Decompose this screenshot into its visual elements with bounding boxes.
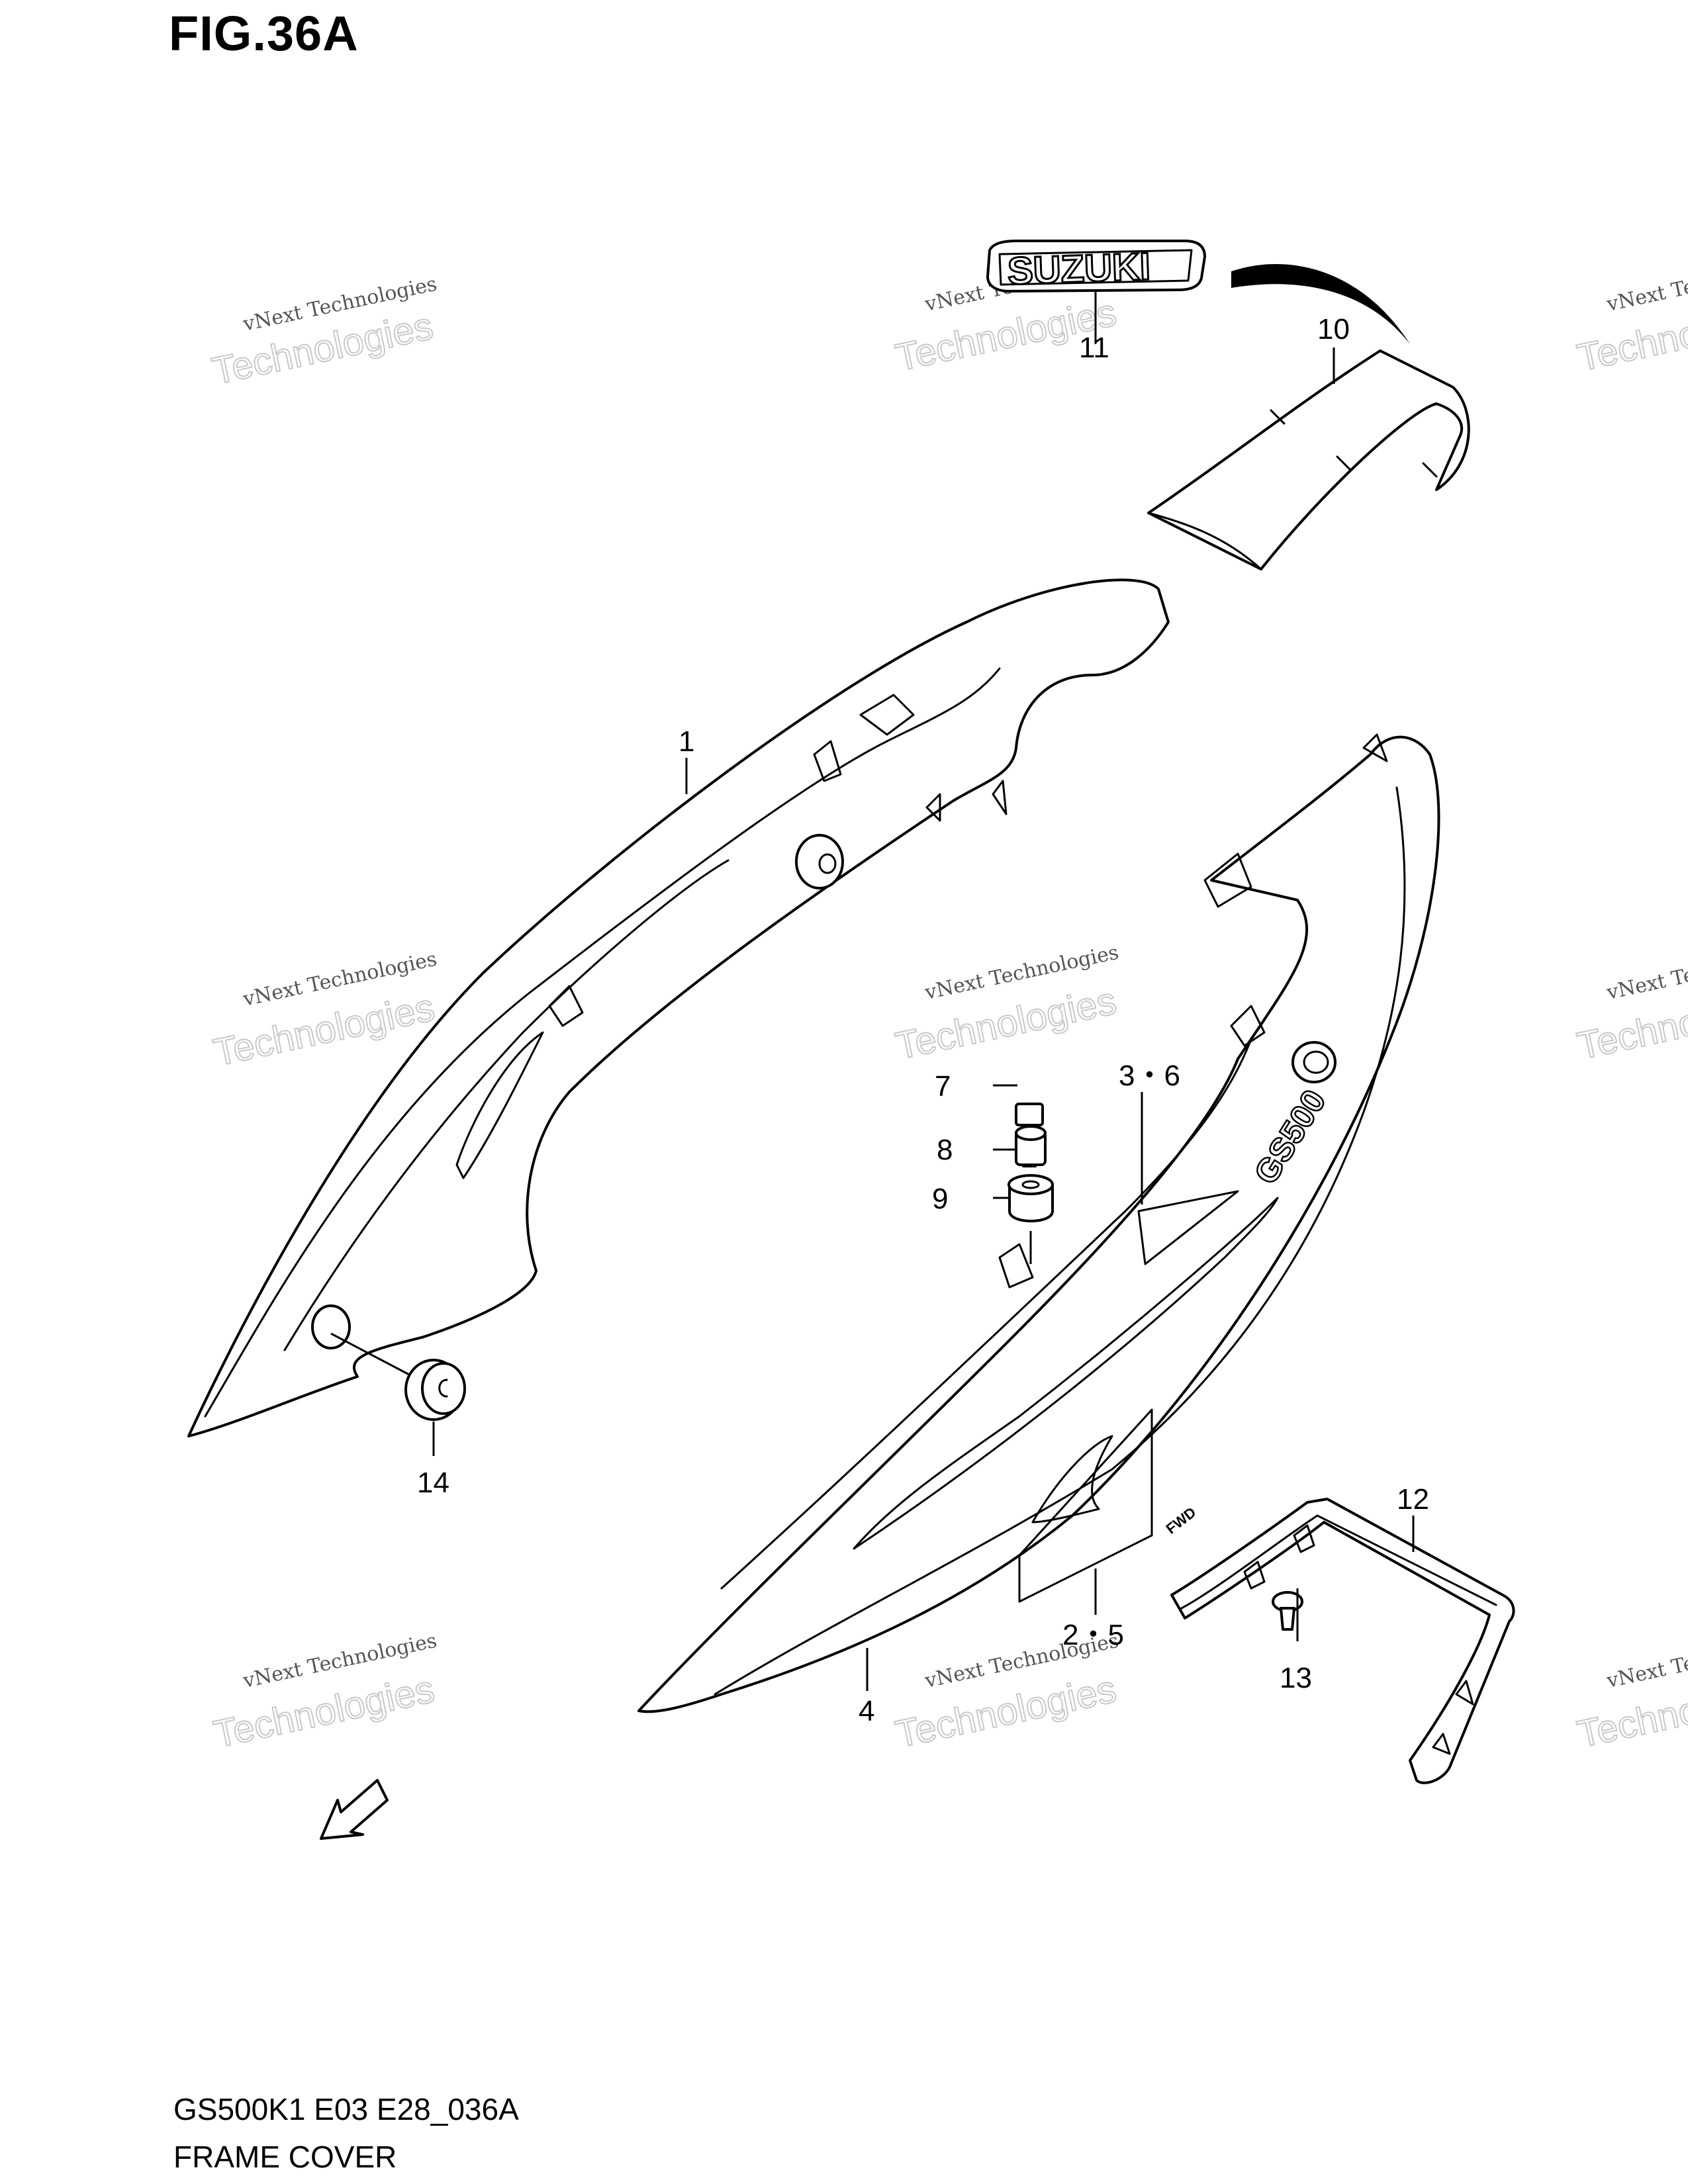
left-cover-outline: [187, 578, 1170, 1437]
watermark-small-text: vNext Technologies: [1604, 941, 1688, 1005]
callout-14: 14: [417, 1467, 449, 1499]
callout-labels: 1 2・5 3・6 4 7 8 9 10 11 12 13 14: [417, 313, 1429, 1727]
left-cover-tab-1: [813, 694, 915, 782]
cushion-top: [1008, 1174, 1054, 1195]
watermark-bottom-left: Technologies vNext Technologies: [209, 1629, 439, 1757]
right-cover-shape-upper: [1137, 1190, 1239, 1265]
left-cover-grommet-hole: [818, 853, 837, 874]
callout-7: 7: [935, 1070, 951, 1103]
callout-13: 13: [1280, 1662, 1312, 1694]
callout-12: 12: [1397, 1483, 1429, 1516]
part-4-right-frame-cover[interactable]: GS500: [637, 733, 1440, 1713]
figure-title: FIG.36A: [169, 6, 359, 61]
part-12-bracket[interactable]: [1170, 1498, 1515, 1784]
left-cover-inner-line-2: [283, 859, 729, 1351]
part-8-collar[interactable]: [993, 1125, 1047, 1166]
callout-8: 8: [937, 1134, 953, 1166]
fwd-arrow-text: FWD: [1162, 1504, 1199, 1537]
collar-top: [1015, 1125, 1047, 1141]
watermark-bottom-right: Technologies vNext Technologies: [1573, 1629, 1688, 1757]
leader-14-a: [330, 1332, 411, 1377]
part-9-cushion[interactable]: [993, 1174, 1054, 1264]
grommet-14-hole: [438, 1379, 448, 1398]
watermark-small-text: vNext Technologies: [1604, 1629, 1688, 1693]
fwd-arrow-shape: [320, 1779, 389, 1840]
tail-stripe: [1231, 264, 1410, 344]
right-cover-inner-line-1: [714, 786, 1406, 1696]
bracket-inner-fold: [1180, 1514, 1497, 1610]
left-cover-tab-2: [548, 780, 1008, 1027]
right-cover-grommet-hole: [1303, 1050, 1329, 1074]
watermark-mid-right: Technologies vNext Technologies: [1573, 941, 1688, 1069]
bracket-clip-2: [1293, 1524, 1315, 1553]
callout-1: 1: [679, 725, 694, 758]
tail-cowl-body: [1147, 349, 1470, 570]
bolt-head: [1015, 1103, 1044, 1126]
bracket-body: [1170, 1498, 1515, 1784]
watermark-top-left: Technologies vNext Technologies: [208, 273, 439, 394]
grommet-14-face: [421, 1362, 466, 1415]
right-cover-tab-mid: [1230, 1005, 1266, 1047]
part-1-left-frame-cover[interactable]: [187, 578, 1170, 1437]
emblem-inner-border: [998, 249, 1193, 286]
callout-4: 4: [859, 1695, 874, 1727]
part-10-tail-cowl[interactable]: [1147, 264, 1470, 570]
diagram-name: FRAME COVER: [173, 2140, 397, 2174]
part-14-grommet[interactable]: [330, 1332, 466, 1456]
part-11-emblem[interactable]: SUZUKI: [986, 240, 1206, 344]
left-cover-inner-line-3: [455, 1031, 544, 1179]
callout-3-6: 3・6: [1119, 1060, 1180, 1092]
right-cover-inner-line-2: [720, 1038, 1252, 1590]
left-cover-lower-grommet: [311, 1304, 351, 1349]
callout-10: 10: [1317, 313, 1350, 345]
watermark-mid-center: Technologies vNext Technologies: [891, 941, 1121, 1069]
callout-9: 9: [932, 1183, 948, 1215]
bracket-clip-3: [1432, 1680, 1474, 1755]
callout-2-5: 2・5: [1062, 1619, 1124, 1651]
watermark-small-text: vNext Technologies: [1604, 253, 1688, 316]
diagram-code: GS500K1 E03 E28_036A: [173, 2092, 519, 2126]
right-cover-shape-lower: [1018, 1408, 1153, 1603]
tail-cowl-edge: [1147, 512, 1262, 570]
callout-11: 11: [1079, 332, 1109, 364]
watermark-top-right: Technologies vNext Technologies: [1573, 253, 1688, 381]
right-cover-grommet: [1291, 1041, 1336, 1083]
part-13-clip[interactable]: [1272, 1588, 1303, 1641]
right-cover-outline: [637, 735, 1440, 1713]
cushion-hole: [1021, 1180, 1040, 1189]
tail-cowl-rib: [1270, 409, 1438, 478]
right-cover-tab-low: [998, 1243, 1034, 1289]
right-cover-inner-line-3: [853, 1197, 1279, 1550]
bracket-clip-1: [1243, 1561, 1266, 1590]
left-cover-inner-line-1: [204, 667, 1001, 1418]
emblem-text: SUZUKI: [1007, 245, 1151, 293]
clip-stem: [1280, 1607, 1295, 1631]
right-cover-tab-upper: [1203, 733, 1388, 908]
